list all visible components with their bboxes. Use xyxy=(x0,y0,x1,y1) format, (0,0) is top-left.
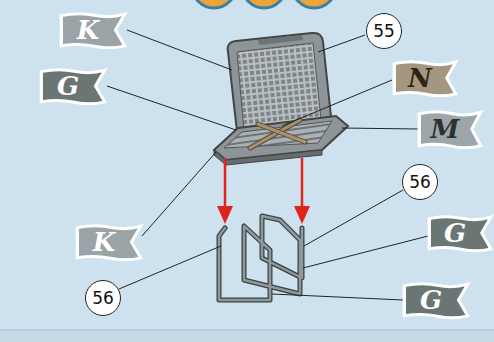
seat-pan xyxy=(214,116,348,165)
part-flag: N xyxy=(393,60,457,96)
part-letter: M xyxy=(431,116,460,142)
part-letter: K xyxy=(77,17,100,43)
leader-lines xyxy=(107,30,428,300)
part-flag: K xyxy=(60,12,126,48)
part-letter: G xyxy=(420,287,442,313)
top-disc xyxy=(242,0,286,8)
callout-circle: 56 xyxy=(402,164,438,200)
callout-circle: 55 xyxy=(366,13,402,49)
top-disc xyxy=(192,0,236,8)
bottom-band xyxy=(0,330,494,342)
part-flag: G xyxy=(403,282,469,318)
part-letter: G xyxy=(57,73,79,99)
part-flag: K xyxy=(76,224,142,260)
callout-number: 56 xyxy=(409,174,431,191)
part-flag: M xyxy=(418,110,482,148)
crossed-sticks xyxy=(250,120,305,148)
band-rule xyxy=(0,330,494,331)
part-flag: G xyxy=(40,68,106,104)
callout-circle: 56 xyxy=(85,280,121,316)
part-flag: G xyxy=(428,215,492,251)
part-letter: G xyxy=(444,220,466,246)
callout-number: 55 xyxy=(373,23,395,40)
part-letter: K xyxy=(93,229,116,255)
wire-frame xyxy=(219,216,302,300)
top-disc xyxy=(292,0,336,8)
callout-number: 56 xyxy=(92,290,114,307)
part-letter: N xyxy=(408,65,432,91)
